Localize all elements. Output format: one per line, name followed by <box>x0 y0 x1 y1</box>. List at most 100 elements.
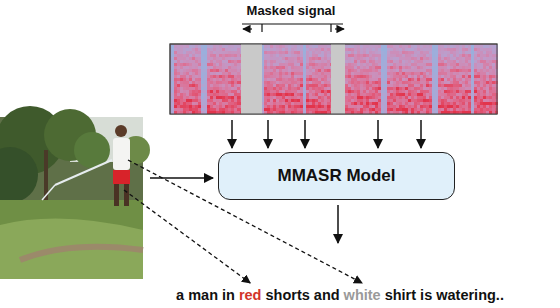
spectrogram-cell <box>366 54 369 57</box>
spectrogram-cell <box>177 81 180 84</box>
spectrogram-cell <box>189 102 192 105</box>
spectrogram-cell <box>282 57 285 60</box>
spectrogram-cell <box>309 78 312 81</box>
spectrogram-cell <box>180 78 183 81</box>
spectrogram-cell <box>351 51 354 54</box>
spectrogram-cell <box>225 66 228 69</box>
spectrogram-cell <box>234 81 237 84</box>
spectrogram-cell <box>300 54 303 57</box>
spectrogram-cell <box>381 72 384 75</box>
spectrogram-cell <box>372 105 375 108</box>
spectrogram-cell <box>420 72 423 75</box>
spectrogram-cell <box>183 81 186 84</box>
spectrogram-cell <box>324 96 327 99</box>
spectrogram-cell <box>384 99 387 102</box>
spectrogram-cell <box>270 84 273 87</box>
spectrogram-cell <box>237 57 240 60</box>
spectrogram-cell <box>216 78 219 81</box>
spectrogram-cell <box>231 57 234 60</box>
spectrogram-cell <box>384 57 387 60</box>
spectrogram-cell <box>405 105 408 108</box>
spectrogram-cell <box>264 75 267 78</box>
spectrogram-cell <box>285 105 288 108</box>
spectrogram-cell <box>231 72 234 75</box>
spectrogram-cell <box>306 93 309 96</box>
spectrogram-cell <box>405 69 408 72</box>
spectrogram-cell <box>288 99 291 102</box>
spectrogram-cell <box>273 102 276 105</box>
spectrogram-cell <box>402 75 405 78</box>
spectrogram-cell <box>387 93 390 96</box>
spectrogram-cell <box>384 102 387 105</box>
spectrogram-cell <box>213 48 216 51</box>
spectrogram-cell <box>381 84 384 87</box>
spectrogram-cell <box>294 60 297 63</box>
spectrogram-cell <box>390 99 393 102</box>
spectrogram-cell <box>360 51 363 54</box>
spectrogram-cell <box>369 45 372 48</box>
spectrogram-cell <box>306 81 309 84</box>
spectrogram-cell <box>348 90 351 93</box>
spectrogram-cell <box>303 90 306 93</box>
spectrogram-cell <box>195 96 198 99</box>
spectrogram-cell <box>405 51 408 54</box>
spectrogram-cell <box>237 105 240 108</box>
spectrogram-cell <box>366 57 369 60</box>
spectrogram-cell <box>279 99 282 102</box>
spectrogram-cell <box>315 66 318 69</box>
spectrogram-cell <box>420 57 423 60</box>
spectrogram-cell <box>420 69 423 72</box>
spectrogram-cell <box>396 84 399 87</box>
spectrogram-cell <box>372 93 375 96</box>
spectrogram-cell <box>327 51 330 54</box>
spectrogram-cell <box>294 66 297 69</box>
spectrogram-cell <box>378 84 381 87</box>
spectrogram-cell <box>282 54 285 57</box>
spectrogram-cell <box>414 78 417 81</box>
spectrogram-cell <box>186 57 189 60</box>
spectrogram-cell <box>420 51 423 54</box>
spectrogram-cell <box>345 90 348 93</box>
spectrogram-cell <box>399 48 402 51</box>
spectrogram-cell <box>303 48 306 51</box>
spectrogram-cell <box>429 72 432 75</box>
spectrogram-cell <box>417 90 420 93</box>
spectrogram-cell <box>174 54 177 57</box>
spectrogram-cell <box>171 93 174 96</box>
spectrogram-cell <box>279 72 282 75</box>
spectrogram-cell <box>174 57 177 60</box>
spectrogram-cell <box>207 72 210 75</box>
spectrogram-cell <box>357 90 360 93</box>
spectrogram-cell <box>279 93 282 96</box>
spectrogram-cell <box>288 78 291 81</box>
spectrogram-cell <box>354 72 357 75</box>
spectrogram-cell <box>309 54 312 57</box>
spectrogram-cell <box>273 84 276 87</box>
spectrogram-cell <box>351 66 354 69</box>
spectrogram-cell <box>201 93 204 96</box>
spectrogram-cell <box>402 102 405 105</box>
spectrogram-cell <box>324 90 327 93</box>
spectrogram-cell <box>381 48 384 51</box>
spectrogram-cell <box>189 90 192 93</box>
spectrogram-cell <box>369 69 372 72</box>
spectrogram-cell <box>297 87 300 90</box>
spectrogram-cell <box>306 63 309 66</box>
spectrogram-cell <box>324 57 327 60</box>
spectrogram-cell <box>414 87 417 90</box>
spectrogram-cell <box>198 102 201 105</box>
spectrogram-cell <box>282 66 285 69</box>
spectrogram-cell <box>366 87 369 90</box>
spectrogram-cell <box>204 99 207 102</box>
spectrogram-cell <box>423 54 426 57</box>
spectrogram-cell <box>399 81 402 84</box>
spectrogram-cell <box>216 75 219 78</box>
spectrogram-cell <box>171 102 174 105</box>
spectrogram-cell <box>348 57 351 60</box>
spectrogram-cell <box>228 60 231 63</box>
spectrogram-cell <box>186 48 189 51</box>
spectrogram-cell <box>264 51 267 54</box>
spectrogram-cell <box>321 87 324 90</box>
spectrogram-cell <box>411 87 414 90</box>
spectrogram-cell <box>204 87 207 90</box>
